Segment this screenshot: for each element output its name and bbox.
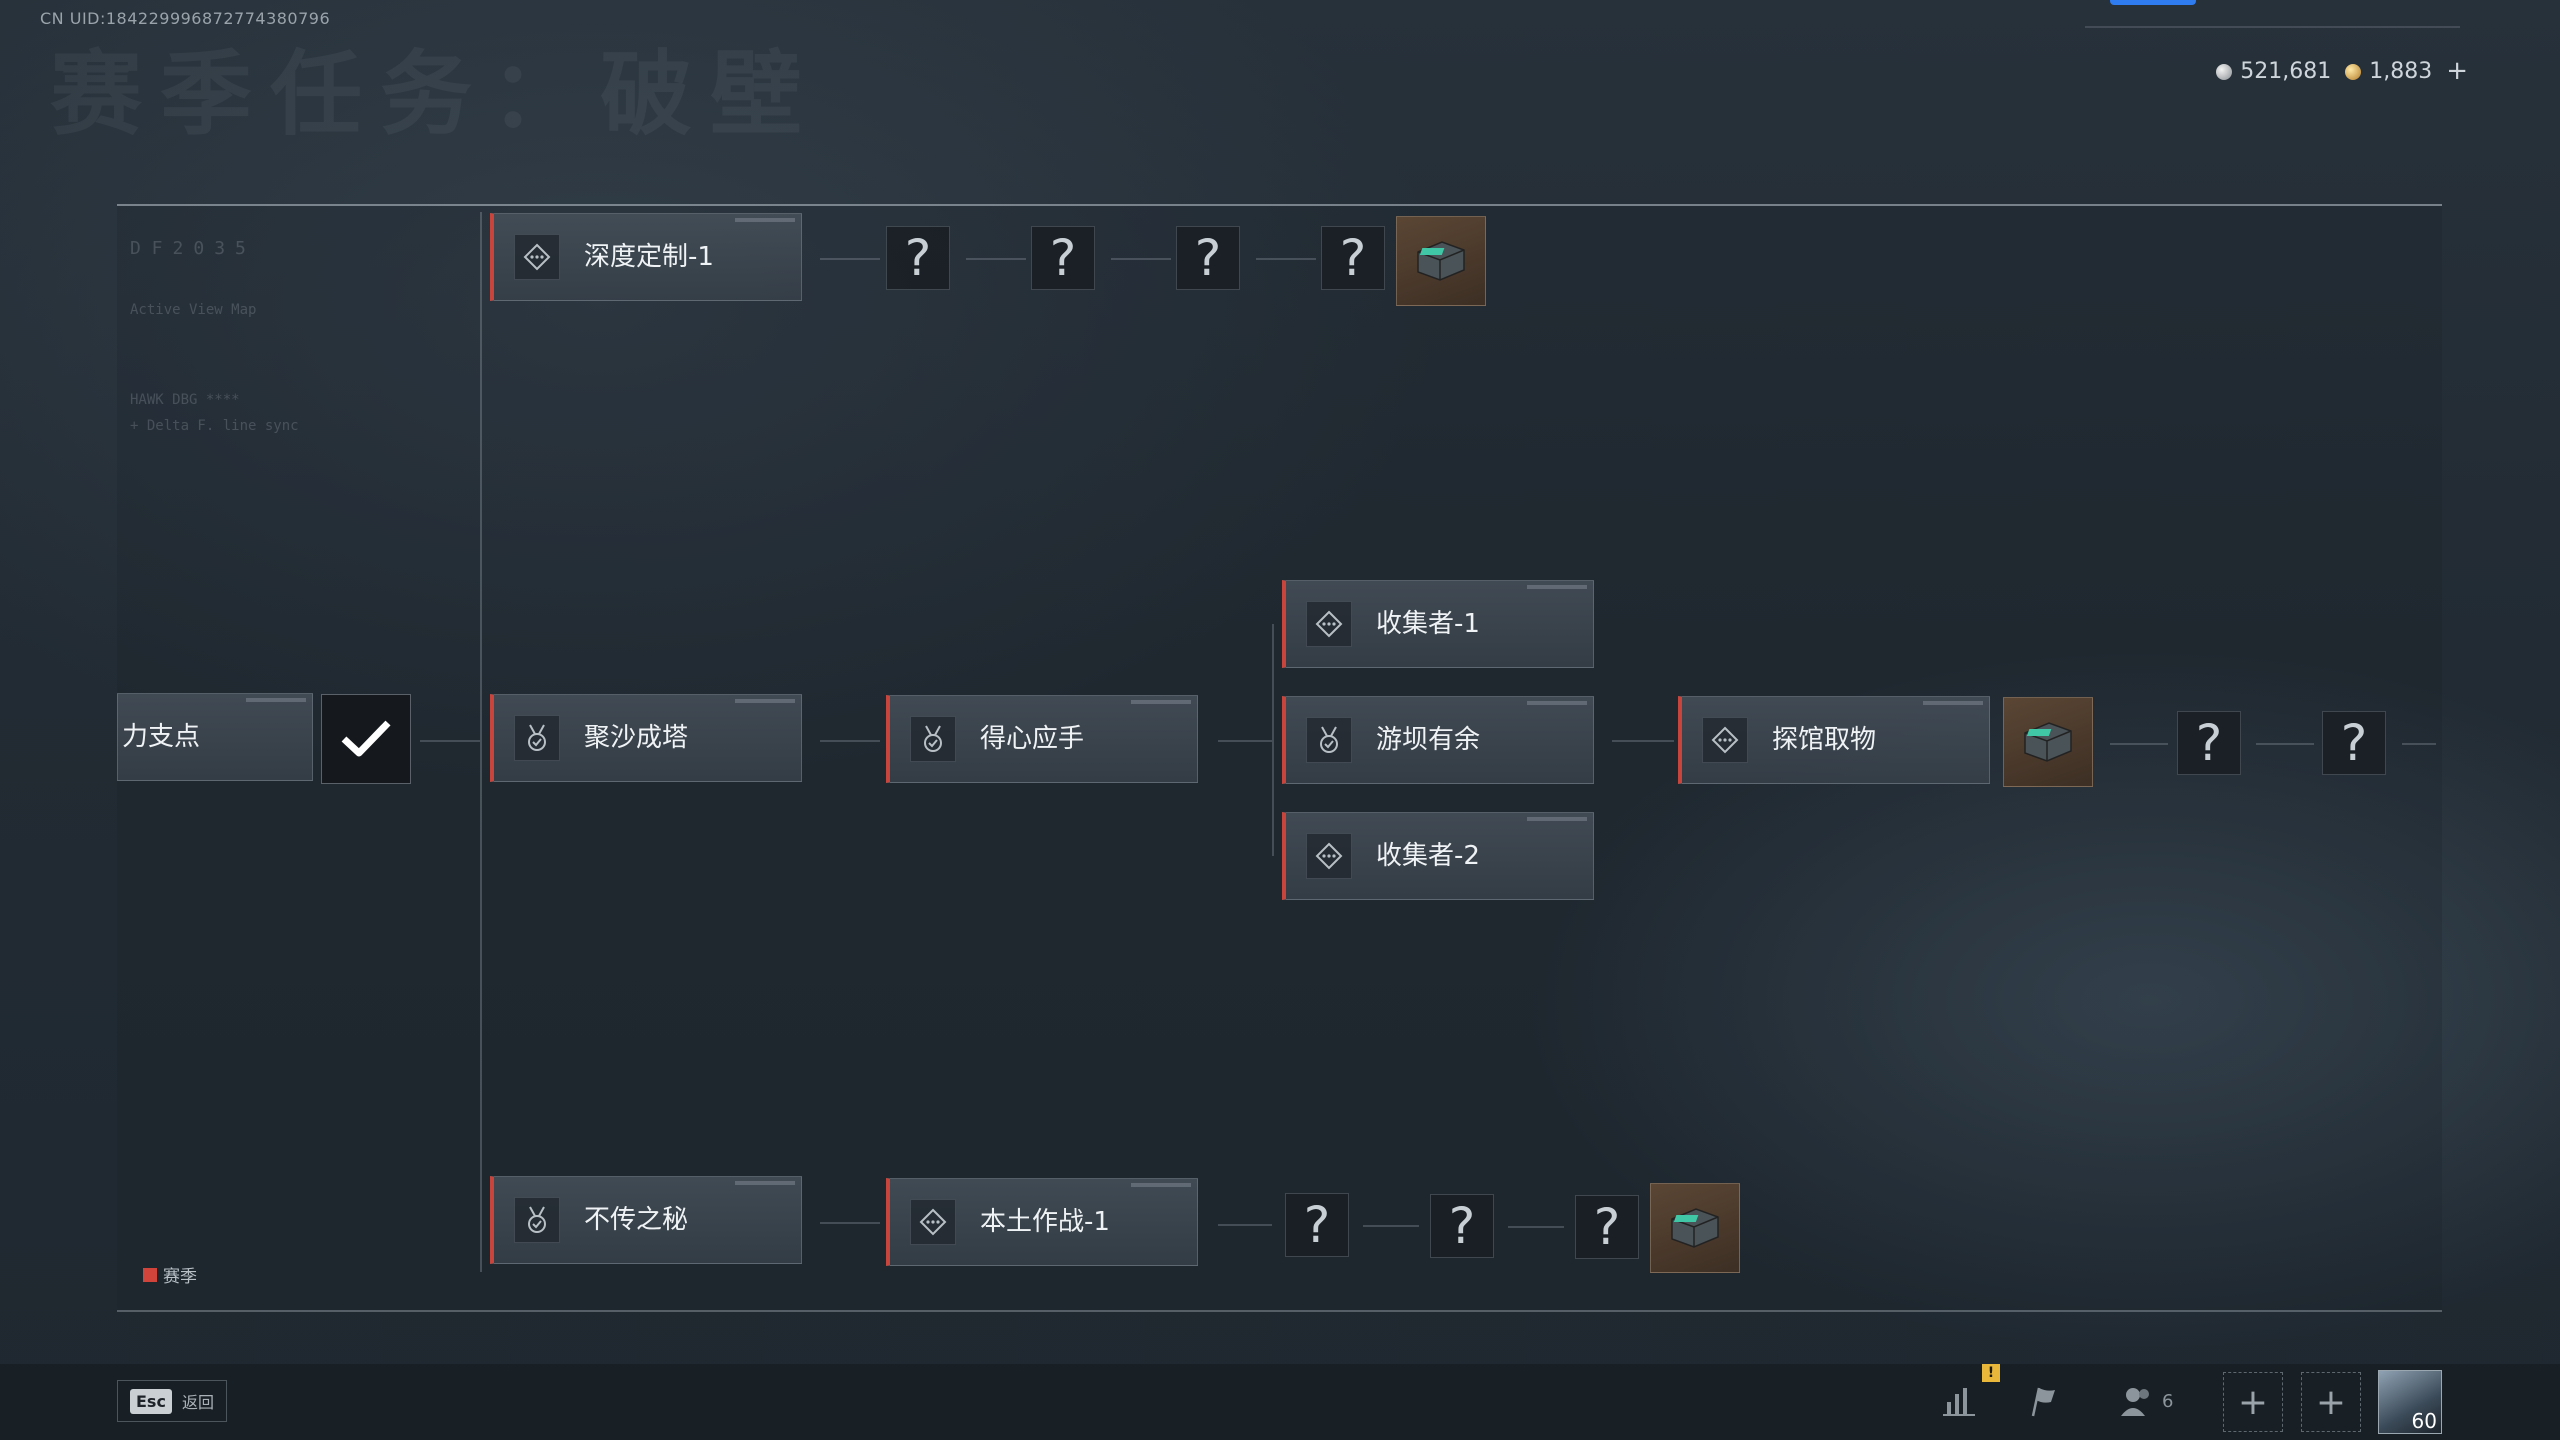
connector-line [820,740,880,742]
back-button[interactable]: Esc 返回 [117,1380,227,1422]
bottom-bar [0,1364,2560,1440]
friends-icon [2121,1388,2149,1416]
gold-coin-icon [2345,63,2362,80]
plus-icon: + [2315,1381,2347,1423]
friends-button[interactable]: 6 [2118,1380,2173,1422]
crate-icon [1417,241,1465,281]
connector-line [1363,1225,1419,1227]
connector-line [820,258,880,260]
silver-coin-icon [2216,63,2233,80]
connector-line [1612,740,1674,742]
stats-button[interactable] [1940,1380,1978,1422]
locked-quest-node[interactable]: ? [886,226,950,290]
locked-quest-node[interactable]: ? [1321,226,1385,290]
silver-currency: 521,681 [2216,59,2331,84]
legend-label: 赛季 [163,1267,197,1287]
crate-icon [1671,1208,1719,1248]
quest-diamond-icon [910,1199,956,1245]
quest-diamond-icon [514,234,560,280]
quest-node-label: 力支点 [122,722,201,752]
quest-node-partial[interactable]: 力支点 [117,693,313,781]
currency-bar: 521,681 1,883 + [2216,56,2468,86]
warning-badge: ! [1982,1364,2000,1382]
connector-line [1111,258,1171,260]
quest-node-label: 收集者-1 [1376,609,1480,639]
connector-line [1218,740,1272,742]
reward-crate[interactable] [1396,216,1486,306]
reward-crate[interactable] [2003,697,2093,787]
connector-line [2256,743,2314,745]
quest-tree-panel [117,204,2442,1312]
quest-node-label: 不传之秘 [584,1205,689,1235]
quest-node-deep-customize[interactable]: 深度定制-1 [490,213,802,301]
checkmark-icon [341,720,391,757]
locked-quest-node[interactable]: ? [1031,226,1095,290]
bar-chart-icon [1943,1388,1975,1416]
connector-line [1256,258,1316,260]
quest-diamond-icon [1702,717,1748,763]
completed-node[interactable] [321,694,411,784]
quest-node-label: 探馆取物 [1772,725,1877,755]
plus-icon: + [2237,1381,2269,1423]
quest-node-gather-sand[interactable]: 聚沙成塔 [490,694,802,782]
add-currency-button[interactable]: + [2446,56,2468,86]
legend: 赛季 [143,1262,197,1287]
quest-node-label: 得心应手 [980,724,1085,754]
quest-node-dam-spare[interactable]: 游坝有余 [1282,696,1594,784]
page-title: 赛季任务：破壁 [50,41,821,148]
connector-line [420,740,480,742]
connector-line [2402,743,2436,745]
locked-quest-node[interactable]: ? [1575,1195,1639,1259]
quest-node-explore-museum[interactable]: 探馆取物 [1678,696,1990,784]
debug-text: + Delta F. line sync [130,418,299,434]
player-level: 60 [2411,1409,2437,1433]
debug-text: Active View Map [130,302,257,318]
legend-swatch [143,1267,157,1282]
flag-button[interactable] [2025,1380,2061,1422]
user-uid: CN UID:184229996872774380796 [40,9,331,28]
quest-node-collector-1[interactable]: 收集者-1 [1282,580,1594,668]
debug-tabs: D F 2 0 3 5 [130,238,246,259]
player-avatar[interactable]: 60 [2378,1370,2442,1434]
branch-connector [1272,624,1274,856]
medal-icon [1306,717,1352,763]
locked-quest-node[interactable]: ? [1430,1194,1494,1258]
quest-node-label: 收集者-2 [1376,841,1480,871]
gold-currency: 1,883 [2345,59,2432,84]
quest-node-home-battle[interactable]: 本土作战-1 [886,1178,1198,1266]
tree-trunk-line [480,212,482,1272]
add-slot-button[interactable]: + [2301,1372,2361,1432]
connector-line [820,1222,880,1224]
back-label: 返回 [181,1393,214,1412]
locked-quest-node[interactable]: ? [2177,711,2241,775]
esc-key: Esc [130,1388,172,1414]
quest-node-label: 深度定制-1 [584,242,714,272]
header-divider [2085,26,2460,28]
locked-quest-node[interactable]: ? [1285,1193,1349,1257]
medal-icon [514,1197,560,1243]
locked-quest-node[interactable]: ? [2322,711,2386,775]
quest-node-label: 本土作战-1 [980,1207,1110,1237]
connector-line [1218,1224,1272,1226]
quest-node-label: 聚沙成塔 [584,723,689,753]
medal-icon [514,715,560,761]
quest-node-label: 游坝有余 [1376,725,1481,755]
locked-quest-node[interactable]: ? [1176,226,1240,290]
friends-count: 6 [2162,1390,2174,1412]
quest-diamond-icon [1306,601,1352,647]
flag-icon [2031,1387,2055,1417]
quest-node-collector-2[interactable]: 收集者-2 [1282,812,1594,900]
connector-line [2110,743,2168,745]
connector-line [966,258,1026,260]
reward-crate[interactable] [1650,1183,1740,1273]
quest-node-skilled[interactable]: 得心应手 [886,695,1198,783]
active-tab-indicator [2110,0,2196,5]
crate-icon [2024,722,2072,762]
quest-node-secret[interactable]: 不传之秘 [490,1176,802,1264]
add-slot-button[interactable]: + [2223,1372,2283,1432]
connector-line [1508,1226,1564,1228]
quest-diamond-icon [1306,833,1352,879]
medal-icon [910,716,956,762]
debug-text: HAWK DBG **** [130,392,240,408]
